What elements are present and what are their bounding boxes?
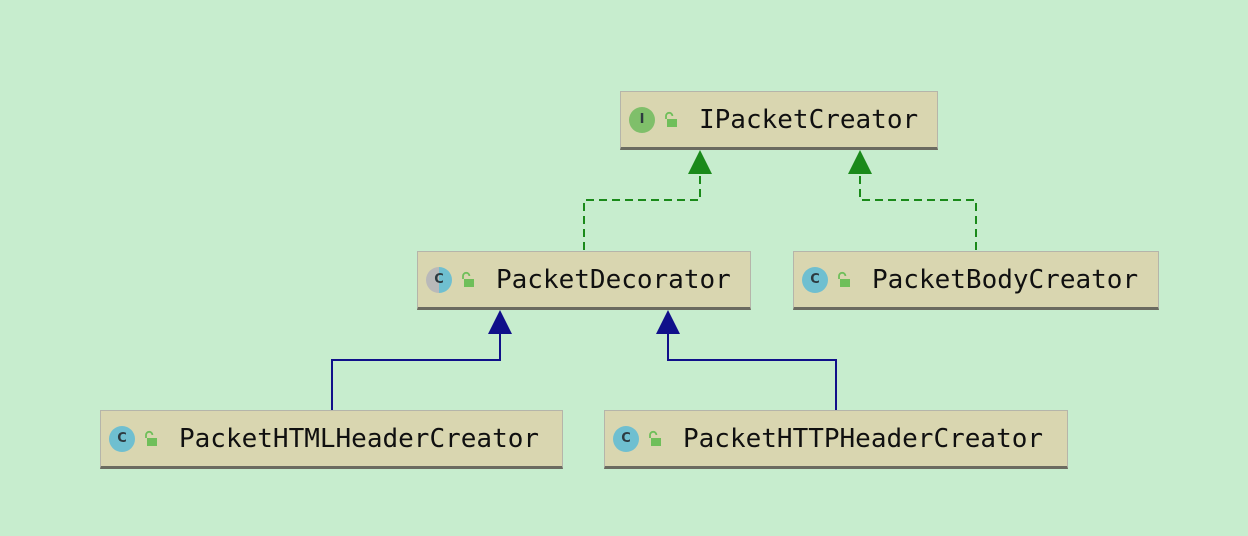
node-label: PacketBodyCreator bbox=[872, 264, 1139, 295]
edge-packetdecorator-to-ipacketcreator bbox=[583, 150, 712, 250]
class-icon: C bbox=[613, 425, 639, 452]
unlocked-icon bbox=[838, 271, 850, 287]
class-icon: C bbox=[109, 425, 135, 452]
node-packetdecorator[interactable]: C PacketDecorator bbox=[417, 251, 751, 310]
node-packethtmlheadercreator[interactable]: C PacketHTMLHeaderCreator bbox=[100, 410, 563, 469]
unlocked-icon bbox=[665, 111, 677, 127]
edge-packethttpheadercreator-to-packetdecorator bbox=[656, 310, 837, 410]
class-icon: C bbox=[802, 266, 828, 293]
node-label: PacketHTMLHeaderCreator bbox=[179, 423, 540, 454]
node-ipacketcreator[interactable]: I IPacketCreator bbox=[620, 91, 938, 150]
unlocked-icon bbox=[462, 271, 474, 287]
node-label: PacketDecorator bbox=[496, 264, 731, 295]
edge-packetbodycreator-to-ipacketcreator bbox=[848, 150, 977, 250]
unlocked-icon bbox=[649, 430, 661, 446]
interface-icon: I bbox=[629, 106, 655, 133]
edge-packethtmlheadercreator-to-packetdecorator bbox=[331, 310, 512, 410]
node-packethttpheadercreator[interactable]: C PacketHTTPHeaderCreator bbox=[604, 410, 1068, 469]
node-packetbodycreator[interactable]: C PacketBodyCreator bbox=[793, 251, 1159, 310]
node-label: IPacketCreator bbox=[699, 104, 919, 135]
unlocked-icon bbox=[145, 430, 157, 446]
abstract-class-icon: C bbox=[426, 266, 452, 293]
node-label: PacketHTTPHeaderCreator bbox=[683, 423, 1044, 454]
